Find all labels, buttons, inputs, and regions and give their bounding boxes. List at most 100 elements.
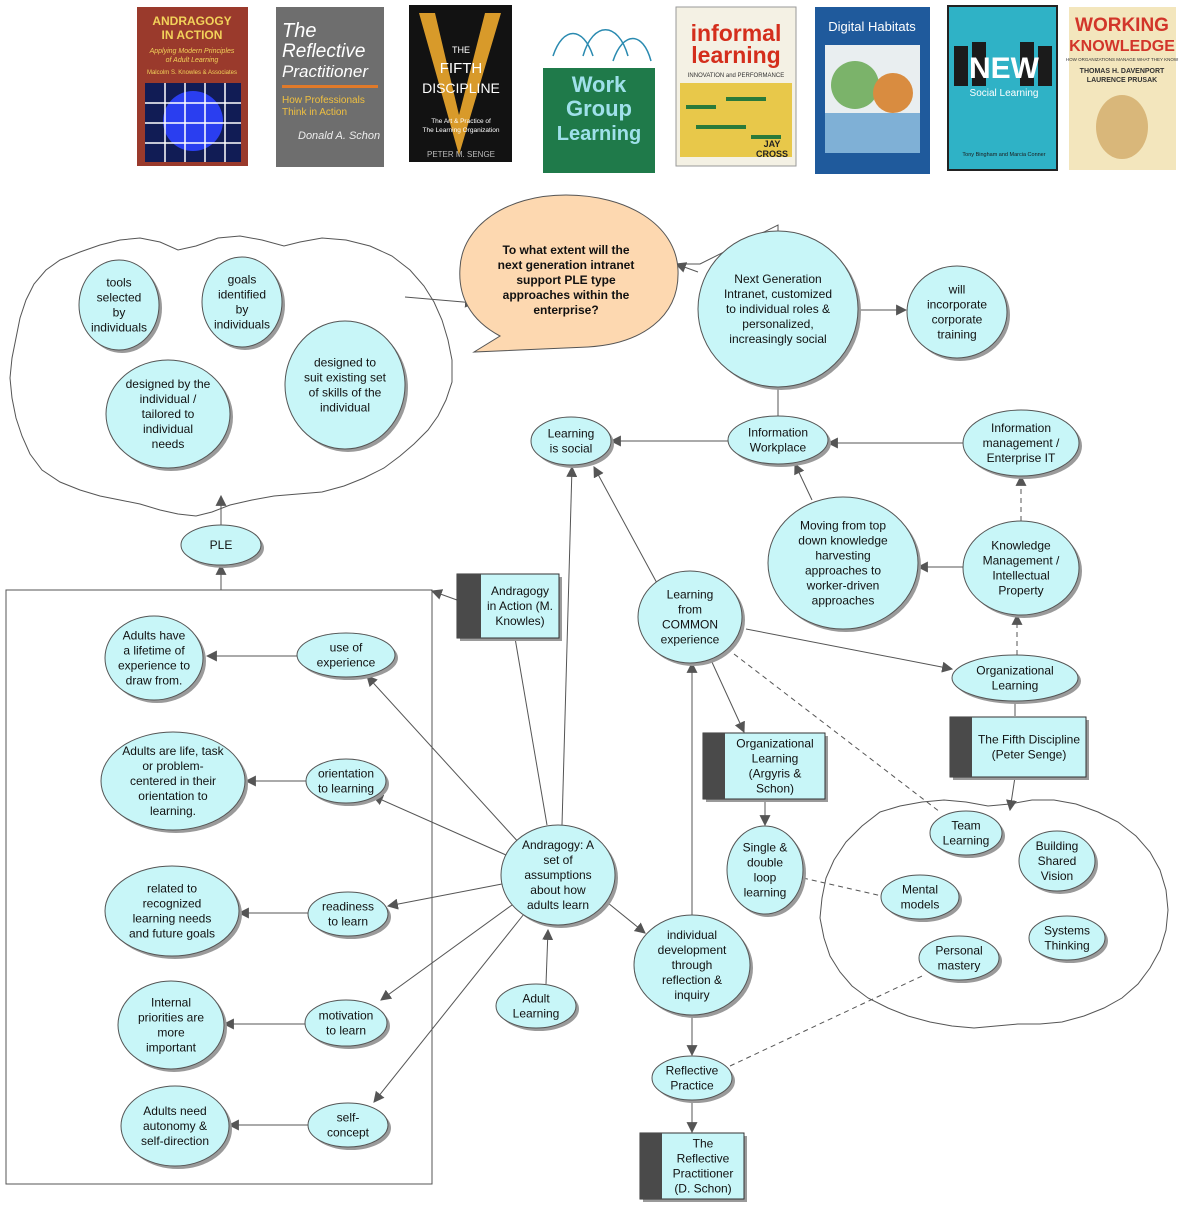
source-fifth-discipline[interactable]: The Fifth Discipline(Peter Senge): [949, 716, 1089, 780]
book-title-line: Reflective: [282, 41, 365, 62]
node-label-line: individuals: [214, 318, 270, 332]
node-ellipse: [180, 524, 262, 566]
node-label-line: harvesting: [815, 549, 870, 563]
node-label-line: worker-driven: [806, 579, 880, 593]
node-ellipse: [120, 1085, 230, 1167]
node-ellipse: [697, 230, 859, 388]
node-label-line: Knowles): [495, 614, 544, 628]
node-ple[interactable]: PLE: [180, 524, 264, 568]
book-cover-digital-habitats: Digital Habitats: [815, 7, 930, 174]
node-label-line: set of: [543, 853, 573, 867]
node-label-line: mastery: [938, 959, 981, 973]
node-ellipse: [104, 615, 204, 701]
node-label-line: Organizational: [736, 737, 813, 751]
node-label-line: orientation: [318, 767, 374, 781]
node-ellipse: [637, 570, 743, 664]
node-label-line: designed to: [314, 356, 376, 370]
node-label-line: priorities are: [138, 1011, 204, 1025]
node-label-line: Learning: [992, 679, 1039, 693]
node-ellipse: [305, 758, 387, 804]
node-label-line: will: [948, 283, 966, 297]
book-title-line: ANDRAGOGY: [152, 14, 231, 28]
node-label-line: approaches to: [805, 564, 881, 578]
node-label-line: Reflective: [677, 1152, 730, 1166]
book-cover-working-knowledge: WORKING KNOWLEDGE HOW ORGANIZATIONS MANA…: [1066, 7, 1179, 170]
node-label-line: Vision: [1041, 869, 1073, 883]
book-title-line: learning: [691, 42, 780, 68]
node-label-line: Intranet, customized: [724, 287, 832, 301]
cover-art: [680, 83, 792, 157]
node-label-line: The: [693, 1137, 714, 1151]
node-ellipse: [1018, 830, 1096, 892]
book-author: THOMAS H. DAVENPORT: [1080, 68, 1165, 75]
edge-practice-to-mastery: [729, 975, 923, 1067]
book-title-line: NEW: [969, 52, 1040, 85]
node-label-line: is social: [550, 442, 593, 456]
node-label-line: learning needs: [133, 912, 212, 926]
book-title-line: Social Learning: [970, 88, 1039, 99]
node-label-line: Single &: [743, 841, 788, 855]
book-subtitle: How Professionals: [282, 95, 365, 106]
node-label-line: Learning: [548, 427, 595, 441]
node-ellipse: [951, 654, 1079, 702]
node-label-line: individual /: [140, 392, 197, 406]
source-band: [640, 1133, 662, 1199]
book-title-line: IN ACTION: [162, 28, 223, 42]
node-label-line: reflection &: [662, 973, 722, 987]
node-self-concept[interactable]: self-concept: [307, 1102, 391, 1150]
edges: [205, 224, 1027, 1134]
node-label-line: Building: [1036, 839, 1079, 853]
node-label-line: experience to: [118, 659, 190, 673]
node-label-line: Team: [951, 819, 980, 833]
speech-bubble-shape: [459, 194, 679, 353]
edge-loop-to-mental: [802, 877, 883, 897]
edge-andragogy-to-concept: [373, 913, 525, 1103]
node-label-line: Information: [991, 421, 1051, 435]
node-label-line: individual: [320, 401, 370, 415]
book-title-line: informal: [691, 20, 782, 46]
node-label-line: assumptions: [524, 868, 591, 882]
node-label-line: Enterprise IT: [987, 451, 1056, 465]
book-subtitle: The Art & Practice of: [431, 118, 491, 125]
node-ellipse: [307, 1102, 389, 1148]
node-label-line: self-direction: [141, 1134, 209, 1148]
node-label-line: individual: [667, 928, 717, 942]
node-label-line: important: [146, 1041, 197, 1055]
node-label-line: enterprise?: [533, 303, 598, 317]
